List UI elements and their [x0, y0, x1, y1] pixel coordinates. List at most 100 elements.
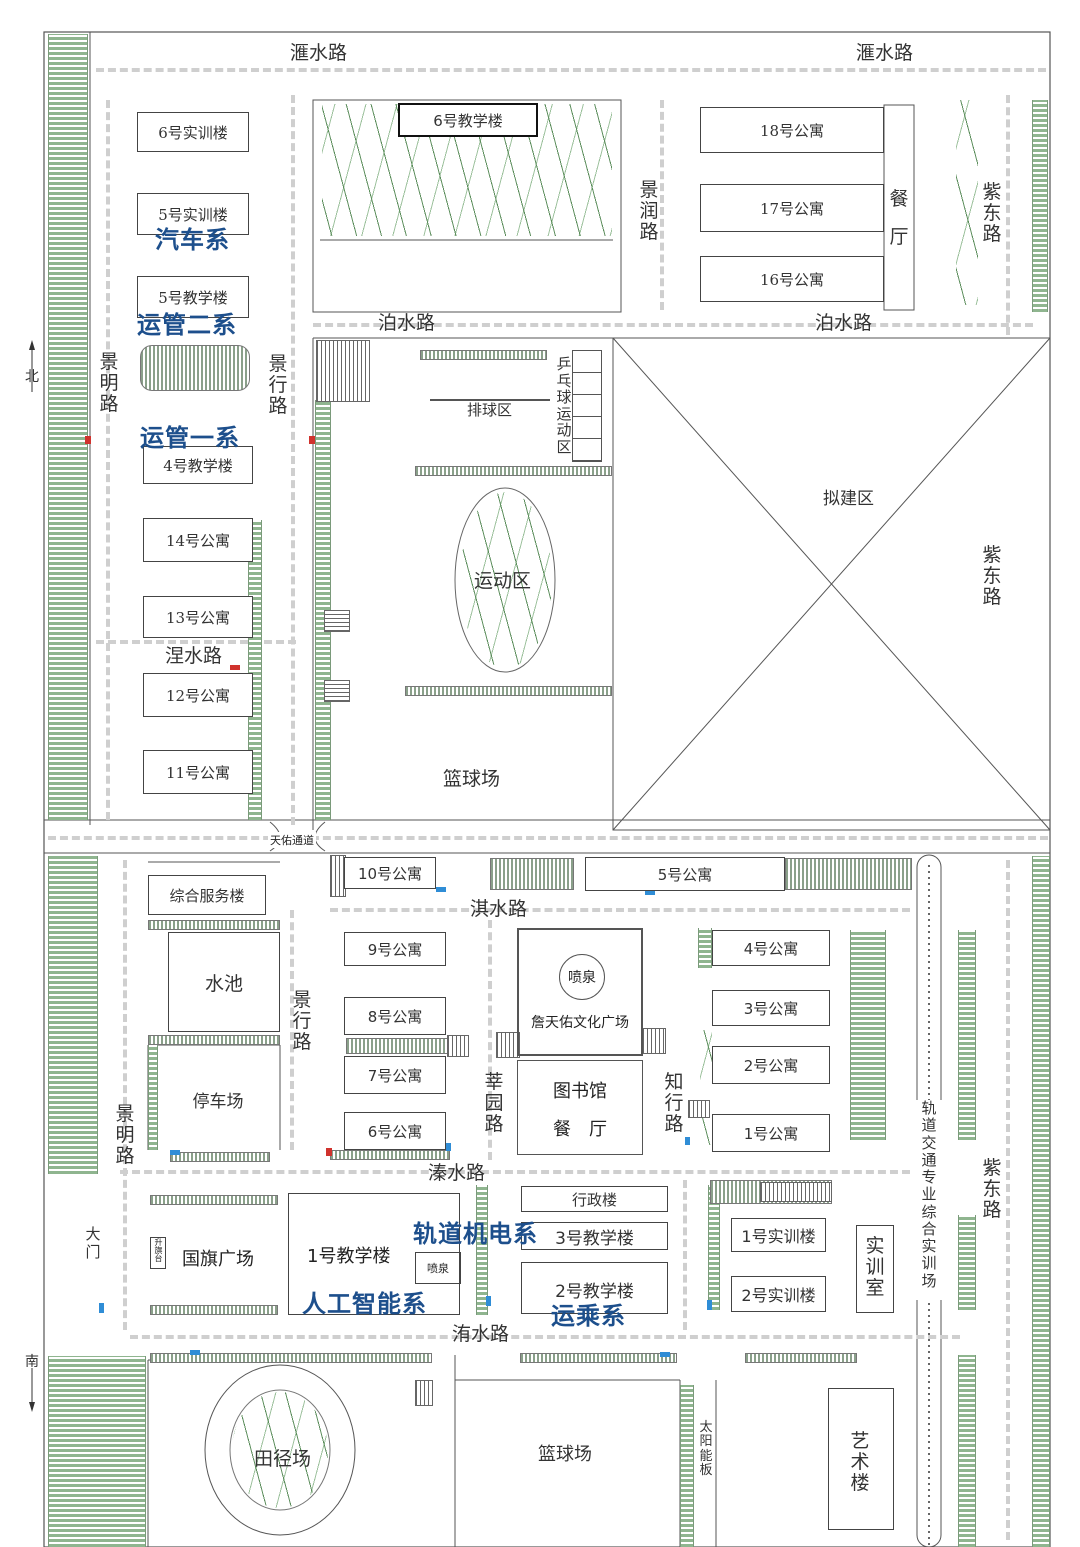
solar-label: 太阳能板: [699, 1420, 713, 1478]
road-label-zhihang: 知行路: [664, 1071, 684, 1135]
rail-training-center[interactable]: 轨道交通专业综合实训场: [916, 1099, 942, 1300]
hedge-east-apt: [850, 930, 886, 1140]
hedge-rail-east3: [958, 1355, 976, 1547]
road-jinghang-bottom: [290, 910, 294, 1150]
tree-row-east-top: [1032, 100, 1048, 312]
basketball-court-north[interactable]: 篮球场: [443, 768, 501, 790]
road-label-xinyuan: 莘园路: [484, 1071, 504, 1135]
apartment-9[interactable]: 9号公寓: [344, 932, 446, 966]
apartment-10[interactable]: 10号公寓: [344, 857, 436, 889]
red-marker: [326, 1148, 332, 1156]
apartment-11[interactable]: 11号公寓: [143, 750, 253, 794]
track-field[interactable]: 田径场: [254, 1448, 312, 1470]
flag-stand-label: 升旗台: [154, 1238, 163, 1262]
training-room[interactable]: 实训室: [856, 1225, 894, 1313]
dept-rail-mechatronics: 轨道机电系: [413, 1220, 538, 1248]
apartment-5[interactable]: 5号公寓: [585, 857, 785, 891]
stairs-west-2: [324, 680, 350, 702]
flag-square[interactable]: 升旗台 国旗广场: [148, 1205, 278, 1303]
building-5-teaching[interactable]: 5号教学楼: [137, 276, 249, 318]
hedge-sports-bottom: [405, 686, 612, 696]
road-label-boshui-left: 泊水路: [378, 312, 436, 334]
road-jingming-top: [106, 100, 110, 820]
dept-transport: 运乘系: [551, 1302, 626, 1330]
road-label-zidong-top: 紫东路: [982, 181, 1002, 245]
sports-area[interactable]: 运动区: [474, 570, 532, 592]
library-label: 图书馆: [553, 1081, 607, 1102]
pingpong-area[interactable]: 乒乓球运动区: [556, 355, 572, 456]
hedge-solar: [680, 1385, 694, 1547]
apartment-12[interactable]: 12号公寓: [143, 673, 253, 717]
road-label-nieshui: 涅水路: [165, 645, 223, 667]
apartment-16[interactable]: 16号公寓: [700, 256, 884, 302]
road-weishui: [130, 1335, 960, 1339]
red-marker: [230, 665, 240, 670]
fountain-plaza: 喷泉: [559, 954, 605, 1000]
hedge-parking: [148, 1045, 158, 1150]
main-gate[interactable]: 大门: [85, 1225, 101, 1261]
apartment-17[interactable]: 17号公寓: [700, 184, 884, 232]
road-yanshui: [96, 68, 1046, 72]
apartment-8[interactable]: 8号公寓: [344, 997, 446, 1035]
blue-marker: [685, 1137, 690, 1145]
apartment-6[interactable]: 6号公寓: [344, 1112, 446, 1150]
stairs-apt8: [447, 1035, 469, 1057]
teaching-building-1[interactable]: 1号教学楼 喷泉: [288, 1193, 461, 1315]
stairs-apt1: [688, 1100, 710, 1118]
canteen-top[interactable]: 餐厅: [889, 188, 909, 248]
tree-row-west-bottom: [48, 1356, 146, 1547]
road-label-jingming-bottom: 景明路: [115, 1103, 135, 1167]
apartment-1[interactable]: 1号公寓: [712, 1114, 830, 1152]
building-4-teaching[interactable]: 4号教学楼: [143, 446, 253, 484]
solar-panels[interactable]: 太阳能板: [694, 1385, 716, 1547]
road-label-zidong-bottom: 紫东路: [982, 1157, 1002, 1221]
road-zhenshui: [120, 1170, 910, 1174]
blue-marker: [99, 1303, 104, 1313]
dept-ops-2: 运管二系: [137, 311, 237, 339]
road-label-boshui-right: 泊水路: [815, 312, 873, 334]
basketball-court-south[interactable]: 篮球场: [538, 1444, 592, 1465]
plaza-label: 詹天佑文化广场: [531, 1015, 629, 1031]
hedge-flag-top: [150, 1195, 278, 1205]
apartment-13[interactable]: 13号公寓: [143, 596, 253, 638]
art-building[interactable]: 艺术楼: [828, 1388, 894, 1530]
grass-zhihang: [700, 1030, 712, 1145]
building-5-training[interactable]: 5号实训楼: [137, 193, 249, 235]
road-jingming-bottom: [123, 860, 127, 1330]
apartment-7[interactable]: 7号公寓: [344, 1056, 446, 1094]
hedge-training: [708, 1185, 720, 1310]
planned-area[interactable]: 拟建区: [823, 489, 874, 509]
road-boshui: [313, 323, 1033, 327]
pingpong-tables: [572, 350, 602, 462]
blue-marker: [436, 887, 446, 892]
service-building[interactable]: 综合服务楼: [148, 875, 266, 915]
library-canteen[interactable]: 图书馆 餐 厅: [517, 1060, 643, 1155]
building-6-teaching[interactable]: 6号教学楼: [398, 103, 538, 137]
hedge-flag-bottom: [150, 1305, 278, 1315]
road-zidong-bottom: [1006, 860, 1010, 1540]
zhan-tianyou-plaza[interactable]: 喷泉 詹天佑文化广场: [517, 928, 643, 1056]
admin-building[interactable]: 行政楼: [521, 1186, 668, 1212]
stairs-training: [760, 1182, 832, 1202]
apartment-18[interactable]: 18号公寓: [700, 107, 884, 153]
building-6-training[interactable]: 6号实训楼: [137, 112, 249, 152]
parking-lot[interactable]: 停车场: [158, 1052, 278, 1147]
art-building-label: 艺术楼: [850, 1430, 870, 1494]
hedge-parking-bottom: [170, 1152, 270, 1162]
apartment-3[interactable]: 3号公寓: [712, 990, 830, 1026]
apartment-14[interactable]: 14号公寓: [143, 518, 253, 562]
volleyball-area[interactable]: 排球区: [467, 401, 513, 419]
pool[interactable]: 水池: [168, 932, 280, 1032]
teaching-building-3[interactable]: 3号教学楼: [521, 1222, 668, 1250]
road-label-yanshui-right: 滙水路: [856, 42, 914, 64]
training-building-1[interactable]: 1号实训楼: [731, 1218, 826, 1252]
training-building-2[interactable]: 2号实训楼: [731, 1276, 826, 1312]
teaching-building-2[interactable]: 2号教学楼: [521, 1262, 668, 1314]
road-label-weishui: 洧水路: [452, 1323, 510, 1345]
hedge-apt6-bottom: [330, 1150, 450, 1160]
apartment-4[interactable]: 4号公寓: [712, 930, 830, 966]
tree-row-west-mid: [48, 856, 98, 1174]
apartment-2[interactable]: 2号公寓: [712, 1046, 830, 1084]
hedge-apt5-east: [785, 858, 912, 890]
flag-square-label: 国旗广场: [182, 1249, 254, 1270]
